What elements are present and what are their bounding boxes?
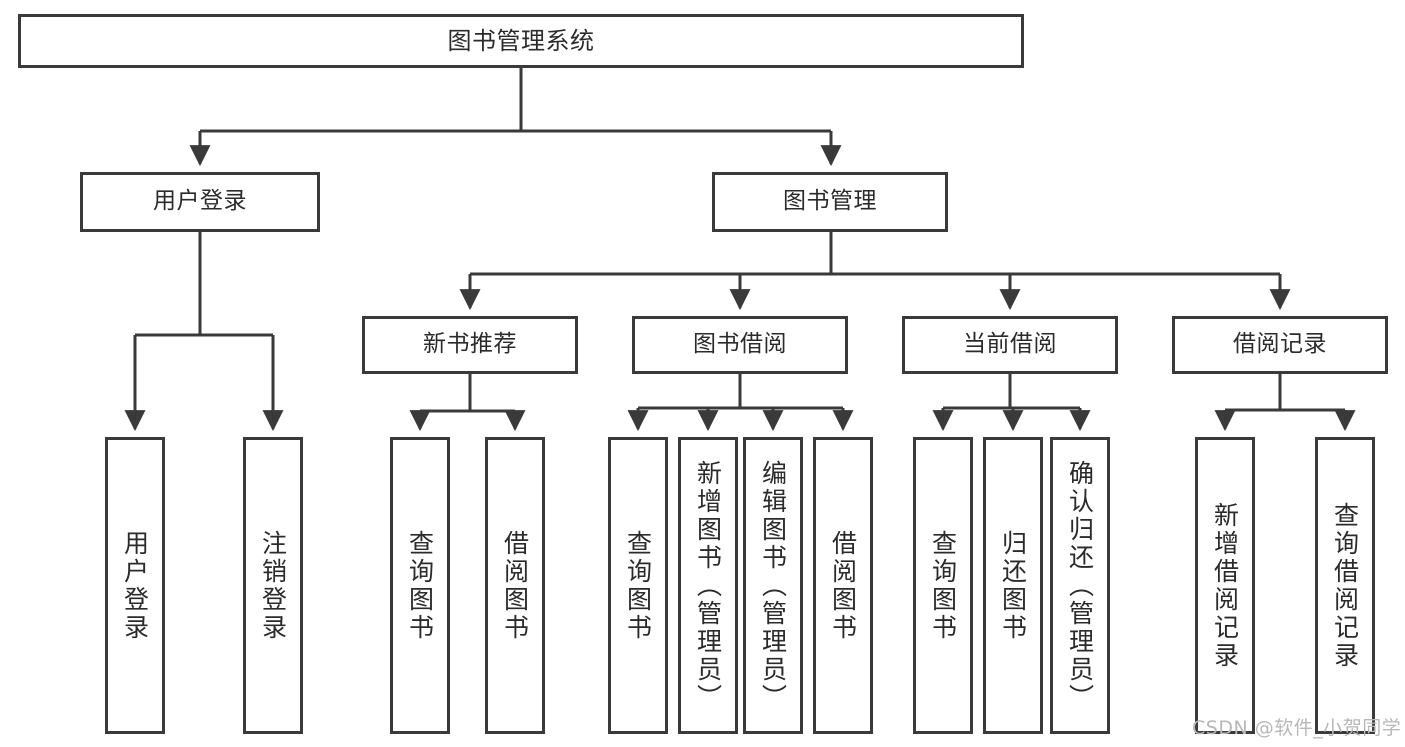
node-new-book-recommend-label: 新书推荐 — [423, 331, 517, 358]
leaf-add-borrow-record-label: 新增借阅记录 — [1210, 501, 1240, 670]
leaf-return-book[interactable]: 归还图书 — [983, 437, 1043, 734]
leaf-query-book-borrow[interactable]: 查询图书 — [608, 437, 668, 734]
leaf-add-book-admin[interactable]: 新增图书（管理员） — [678, 437, 738, 734]
leaf-query-borrow-record-label: 查询借阅记录 — [1330, 501, 1360, 670]
node-book-borrow-label: 图书借阅 — [693, 331, 787, 358]
node-root[interactable]: 图书管理系统 — [18, 14, 1024, 68]
leaf-query-book-current[interactable]: 查询图书 — [913, 437, 973, 734]
node-book-borrow[interactable]: 图书借阅 — [632, 316, 848, 374]
leaf-confirm-return-admin[interactable]: 确认归还（管理员） — [1050, 437, 1110, 734]
leaf-borrow-book[interactable]: 借阅图书 — [813, 437, 873, 734]
node-borrow-record[interactable]: 借阅记录 — [1172, 316, 1388, 374]
leaf-query-book-newbook-label: 查询图书 — [405, 529, 435, 642]
leaf-user-login-label: 用户登录 — [120, 529, 150, 642]
leaf-user-login[interactable]: 用户登录 — [105, 437, 165, 734]
node-book-management-label: 图书管理 — [783, 188, 877, 215]
node-user-login-label: 用户登录 — [153, 188, 247, 215]
leaf-logout-label: 注销登录 — [258, 529, 288, 642]
node-borrow-record-label: 借阅记录 — [1233, 331, 1327, 358]
leaf-borrow-book-newbook-label: 借阅图书 — [500, 529, 530, 642]
leaf-borrow-book-newbook[interactable]: 借阅图书 — [485, 437, 545, 734]
node-new-book-recommend[interactable]: 新书推荐 — [362, 316, 578, 374]
leaf-confirm-return-admin-label: 确认归还（管理员） — [1065, 459, 1095, 712]
node-current-borrow-label: 当前借阅 — [963, 331, 1057, 358]
leaf-query-borrow-record[interactable]: 查询借阅记录 — [1315, 437, 1375, 734]
csdn-watermark: CSDN @软件_小贺同学 — [1192, 717, 1402, 739]
node-root-label: 图书管理系统 — [447, 26, 595, 55]
leaf-query-book-newbook[interactable]: 查询图书 — [390, 437, 450, 734]
leaf-add-book-admin-label: 新增图书（管理员） — [693, 459, 723, 712]
leaf-logout[interactable]: 注销登录 — [243, 437, 303, 734]
leaf-return-book-label: 归还图书 — [998, 529, 1028, 642]
leaf-add-borrow-record[interactable]: 新增借阅记录 — [1195, 437, 1255, 734]
node-user-login[interactable]: 用户登录 — [80, 172, 320, 232]
leaf-borrow-book-label: 借阅图书 — [828, 529, 858, 642]
leaf-query-book-current-label: 查询图书 — [928, 529, 958, 642]
leaf-query-book-borrow-label: 查询图书 — [623, 529, 653, 642]
leaf-edit-book-admin[interactable]: 编辑图书（管理员） — [743, 437, 803, 734]
leaf-edit-book-admin-label: 编辑图书（管理员） — [758, 459, 788, 712]
node-book-management[interactable]: 图书管理 — [712, 172, 948, 232]
node-current-borrow[interactable]: 当前借阅 — [902, 316, 1118, 374]
